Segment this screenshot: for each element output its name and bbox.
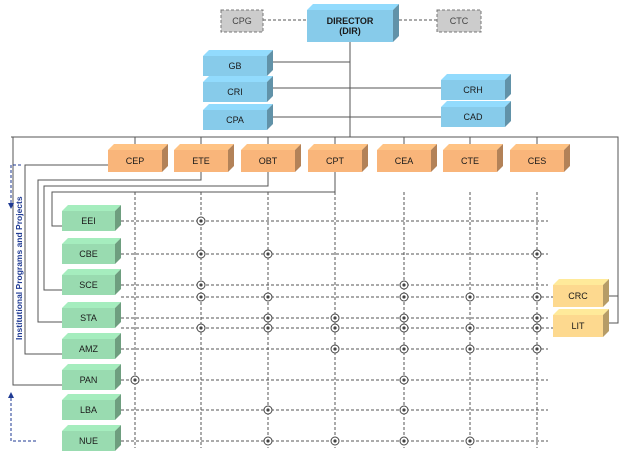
center-box-cte xyxy=(443,144,503,172)
side-arrow-top-head xyxy=(8,203,14,209)
marker-nue-obt xyxy=(263,436,273,446)
marker-sta-lit-ces xyxy=(532,323,542,333)
side-arrow-top xyxy=(10,164,21,205)
center-box-cea xyxy=(377,144,437,172)
marker-lba-obt xyxy=(263,405,273,415)
marker-amz-cea xyxy=(399,344,409,354)
marker-sce-crc-cte xyxy=(465,292,475,302)
feed-line-sta xyxy=(37,172,202,323)
staff-box-cad xyxy=(441,101,511,127)
marker-nue-cea xyxy=(399,436,409,446)
advisory-box-right xyxy=(436,9,482,33)
marker-lba-cea xyxy=(399,405,409,415)
side-box-lit xyxy=(553,309,609,337)
director-box xyxy=(307,4,399,42)
center-box-ces xyxy=(510,144,570,172)
side-arrow-bottom xyxy=(10,396,36,442)
center-box-cep xyxy=(108,144,168,172)
marker-amz-cpt xyxy=(330,344,340,354)
marker-cbe-ces xyxy=(532,249,542,259)
right-bracket xyxy=(537,136,619,324)
marker-nue-cte xyxy=(465,436,475,446)
marker-sce-cea xyxy=(399,280,409,290)
feed-line-pan xyxy=(12,136,135,386)
marker-pan-cea xyxy=(399,375,409,385)
center-box-cpt xyxy=(308,144,368,172)
marker-cbe-ete xyxy=(196,249,206,259)
participation-markers xyxy=(130,216,542,446)
marker-sce-crc-ces xyxy=(532,292,542,302)
marker-sta-lit-cpt xyxy=(330,323,340,333)
unit-boxes xyxy=(62,4,609,451)
marker-amz-ces xyxy=(532,344,542,354)
staff-box-cri xyxy=(203,76,273,102)
marker-sta-ces xyxy=(532,313,542,323)
marker-sce-crc-obt xyxy=(263,292,273,302)
program-box-sce xyxy=(62,269,121,295)
program-box-nue xyxy=(62,425,121,451)
connector-lines xyxy=(8,19,619,448)
program-box-eei xyxy=(62,205,121,231)
center-box-ete xyxy=(174,144,234,172)
marker-eei-ete xyxy=(196,216,206,226)
side-label: Institutional Programs and Projects xyxy=(14,196,24,340)
marker-sta-cpt xyxy=(330,313,340,323)
program-box-sta xyxy=(62,302,121,328)
program-box-pan xyxy=(62,364,121,390)
marker-sta-lit-obt xyxy=(263,323,273,333)
marker-sce-crc-cea xyxy=(399,292,409,302)
marker-sta-lit-ete xyxy=(196,323,206,333)
marker-nue-cpt xyxy=(330,436,340,446)
feed-line-eei xyxy=(51,172,336,227)
marker-sta-lit-cea xyxy=(399,323,409,333)
program-box-cbe xyxy=(62,238,121,264)
marker-sta-obt xyxy=(263,313,273,323)
staff-box-gb xyxy=(203,50,273,76)
side-arrow-bottom-head xyxy=(8,392,14,398)
marker-sta-lit-cte xyxy=(465,323,475,333)
feed-line-sce xyxy=(43,172,269,291)
marker-amz-cte xyxy=(465,344,475,354)
marker-cbe-obt xyxy=(263,249,273,259)
marker-sta-cea xyxy=(399,313,409,323)
program-box-amz xyxy=(62,333,121,359)
staff-box-crh xyxy=(441,74,511,100)
center-box-obt xyxy=(241,144,301,172)
program-box-lba xyxy=(62,394,121,420)
marker-sce-ete xyxy=(196,280,206,290)
marker-sce-crc-ete xyxy=(196,292,206,302)
marker-pan-cep xyxy=(130,375,140,385)
side-box-crc xyxy=(553,279,609,307)
staff-box-cpa xyxy=(203,104,273,130)
advisory-box-left xyxy=(220,9,264,33)
